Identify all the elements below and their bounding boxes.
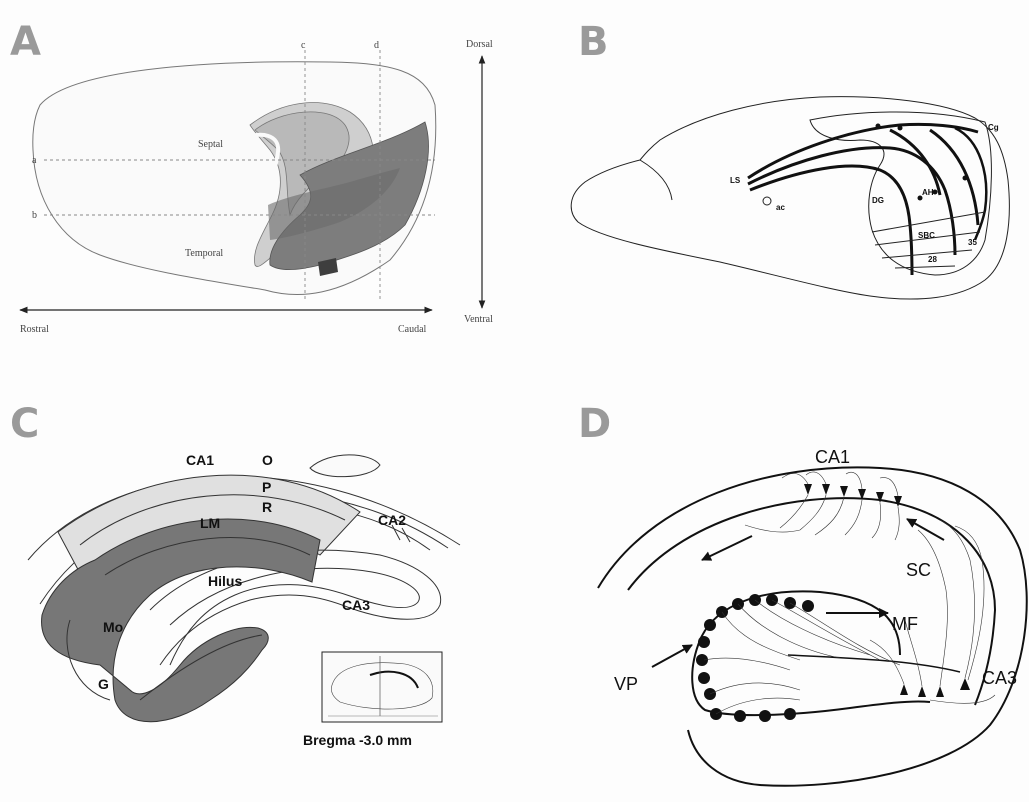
panel-d-outer-arc (598, 467, 1027, 785)
panel-b-label-sbc: SBC (918, 231, 935, 240)
panel-d-ca1-dendrites (745, 472, 899, 540)
panel-a-letter: A (10, 19, 41, 65)
panel-c-inset (322, 652, 442, 722)
panel-a-label-a: a (32, 155, 37, 166)
panel-c-label-ca2: CA2 (378, 512, 406, 528)
panel-b-dot (898, 126, 903, 131)
panel-d-ca3-pyramid (936, 686, 944, 697)
panel-a-label-septal: Septal (198, 139, 223, 150)
panel-a-label-b: b (32, 210, 37, 221)
panel-a-label-d: d (374, 40, 379, 51)
panel-a-label-caudal: Caudal (398, 324, 427, 335)
panel-b-label-ah: AH (922, 188, 934, 197)
panel-b-label-cg: Cg (988, 123, 999, 132)
panel-c: C CA1 O P R LM CA2 Hilus CA3 Mo G (10, 401, 460, 748)
panel-d-dendrites (704, 600, 900, 714)
panel-b-brain-outline (571, 97, 1009, 299)
panel-b-dot (876, 124, 881, 129)
panel-c-label-o: O (262, 452, 273, 468)
panel-d-ca3-pyramid (960, 678, 970, 690)
panel-b-anterior-commissure (763, 197, 771, 205)
panel-d-granule-cell (784, 708, 796, 720)
panel-b-letter: B (578, 19, 609, 65)
panel-b-label-28: 28 (928, 255, 937, 264)
panel-d-granule-cell (759, 710, 771, 722)
panel-b-label-ls: LS (730, 176, 741, 185)
panel-b-olfactory-lobe (640, 160, 672, 200)
panel-b-hatch-1 (872, 212, 985, 232)
panel-c-ca2-mark-2 (402, 528, 410, 542)
panel-d-granule-cell (734, 710, 746, 722)
panel-c-label-lm: LM (200, 515, 220, 531)
panel-d-label-vp: VP (614, 674, 638, 694)
panel-d-mossy-line (788, 655, 960, 672)
panel-b-dot (963, 176, 968, 181)
panel-d-schaffer-fibers (870, 520, 995, 703)
panel-c-label-hilus: Hilus (208, 573, 242, 589)
panel-a-label-temporal: Temporal (185, 248, 223, 259)
panel-c-letter: C (10, 401, 39, 447)
panel-a-label-ventral: Ventral (464, 314, 493, 325)
panel-c-label-ca3: CA3 (342, 597, 370, 613)
panel-d-label-sc: SC (906, 560, 931, 580)
panel-d: D (578, 401, 1027, 786)
panel-d-letter: D (578, 401, 611, 447)
panel-d-granule-cell (698, 672, 710, 684)
panel-d-ca1-output-arrow (702, 536, 752, 560)
panel-c-label-g: G (98, 676, 109, 692)
panel-d-ca3-pyramid (918, 686, 926, 697)
panel-d-label-ca3: CA3 (982, 668, 1017, 688)
panel-d-ca1-pyramid (894, 496, 902, 507)
panel-d-ca1-pyramid (804, 484, 812, 495)
panel-d-vp-arrow (652, 645, 692, 667)
panel-b: B LS ac Cg DG AH SBC 35 28 (571, 19, 1009, 299)
panel-a: A c d a b Septal Temporal Dorsal Ventral… (10, 19, 493, 335)
panel-d-label-mf: MF (892, 614, 918, 634)
panel-d-granule-cell (696, 654, 708, 666)
panel-a-label-dorsal: Dorsal (466, 39, 493, 50)
panel-d-label-ca1: CA1 (815, 447, 850, 467)
panel-b-label-dg: DG (872, 196, 884, 205)
panel-c-label-ca1: CA1 (186, 452, 214, 468)
panel-c-label-r: R (262, 499, 272, 515)
panel-d-granule-cell (802, 600, 814, 612)
panel-c-label-mo: Mo (103, 619, 123, 635)
panel-d-granule-cell (698, 636, 710, 648)
panel-b-hatch-3 (882, 250, 972, 258)
panel-d-ca1-pyramid (822, 484, 830, 495)
panel-c-label-bregma: Bregma -3.0 mm (303, 732, 412, 748)
panel-b-label-ac-sub: ac (776, 203, 785, 212)
panel-d-ca3-pyramid (900, 684, 908, 695)
panel-b-label-35: 35 (968, 238, 977, 247)
panel-d-ca1-pyramid (840, 486, 848, 497)
panel-d-granule-cell (704, 619, 716, 631)
panel-d-sc-arrow (907, 519, 944, 540)
panel-a-label-rostral: Rostral (20, 324, 49, 335)
panel-c-label-p: P (262, 479, 271, 495)
panel-b-fiber-3 (750, 166, 912, 275)
panel-a-label-c: c (301, 40, 306, 51)
panel-c-top-oval (310, 455, 380, 477)
